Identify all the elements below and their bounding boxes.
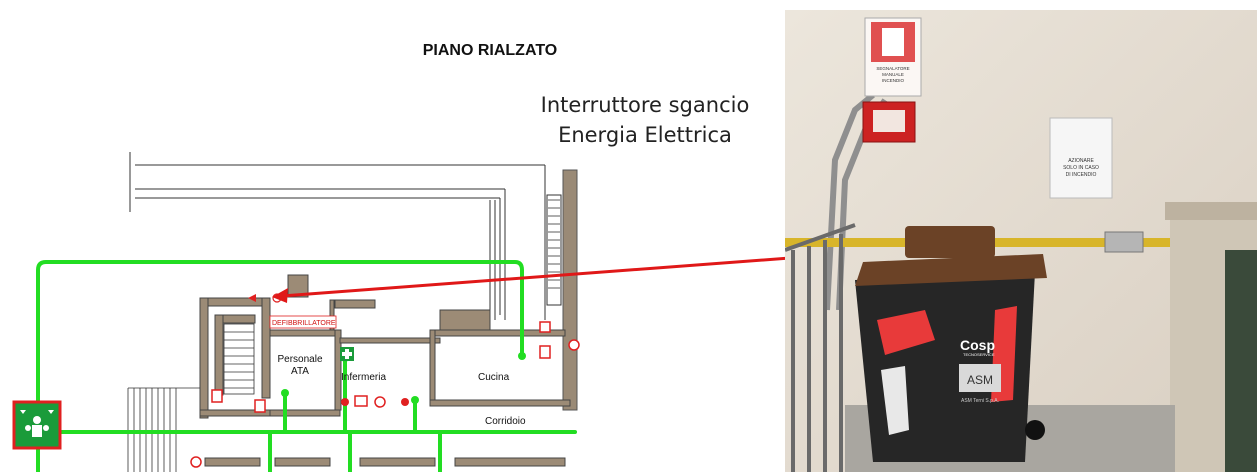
gas-pipe: [785, 238, 1257, 247]
bin-logo-sub: ASM Terni S.p.A.: [961, 398, 999, 404]
bin-brand-sub-1: TECNO: [963, 352, 977, 357]
upper-structure: [129, 152, 562, 320]
pointer-arrow: [272, 256, 790, 303]
bottom-walls: [204, 457, 566, 467]
kitchen-label: Cucina: [478, 372, 510, 383]
fire-equipment: [190, 321, 580, 468]
notice-text-1: AZIONARE: [1068, 158, 1094, 164]
waste-bin: Cosp TECNO SERVICE ASM ASM Terni S.p.A.: [855, 226, 1047, 462]
corridor-label: Corridoio: [485, 416, 526, 427]
notice-sign: AZIONARE SOLO IN CASO DI INCENDIO: [1049, 117, 1113, 199]
railing: [785, 223, 856, 472]
alarm-sign-text-2: MANUALE: [882, 72, 904, 77]
callout-line-2: Energia Elettrica: [558, 123, 732, 147]
bin-brand-sub-2: SERVICE: [977, 352, 995, 357]
callout-line-1: Interruttore sgancio: [540, 93, 750, 117]
stairs-right: [548, 199, 560, 289]
red-nodes: [341, 398, 409, 406]
defibrillator-marker: DEFIBBRILLATORE: [248, 293, 337, 329]
defibrillator-label: DEFIBBRILLATORE: [272, 320, 336, 327]
bin-wheel: [1025, 420, 1045, 440]
alarm-button: [862, 101, 916, 143]
switch-callout: Interruttore sgancio Energia Elettrica: [500, 90, 790, 150]
inner-stair: [223, 323, 255, 395]
gas-valve: [1104, 231, 1144, 253]
staff-room-label: Personale: [277, 354, 322, 365]
floor-title: PIANO RIALZATO: [422, 42, 558, 59]
alarm-sign-text-1: SEGNALATORE: [876, 66, 909, 71]
infirmary-label: Infermeria: [341, 372, 386, 383]
alarm-sign: SEGNALATORE MANUALE INCENDIO: [864, 17, 922, 97]
right-wall: [562, 169, 578, 411]
first-aid-icon: [340, 347, 354, 361]
floor-plan: DEFIBBRILLATORE Personale ATA Infermeria…: [12, 152, 790, 472]
photo-panel: SEGNALATORE MANUALE INCENDIO AZIONARE SO…: [785, 10, 1257, 472]
assembly-point-icon: [12, 400, 62, 450]
pillar: [1165, 202, 1257, 472]
bin-brand: Cosp: [960, 337, 995, 353]
staff-room-label-2: ATA: [291, 366, 309, 377]
alarm-sign-text-3: INCENDIO: [882, 78, 905, 83]
notice-text-2: SOLO IN CASO: [1063, 165, 1099, 171]
notice-text-3: DI INCENDIO: [1066, 172, 1097, 178]
bin-logo: ASM: [967, 373, 993, 387]
escape-routes: [36, 260, 577, 472]
building-walls: [199, 274, 571, 419]
